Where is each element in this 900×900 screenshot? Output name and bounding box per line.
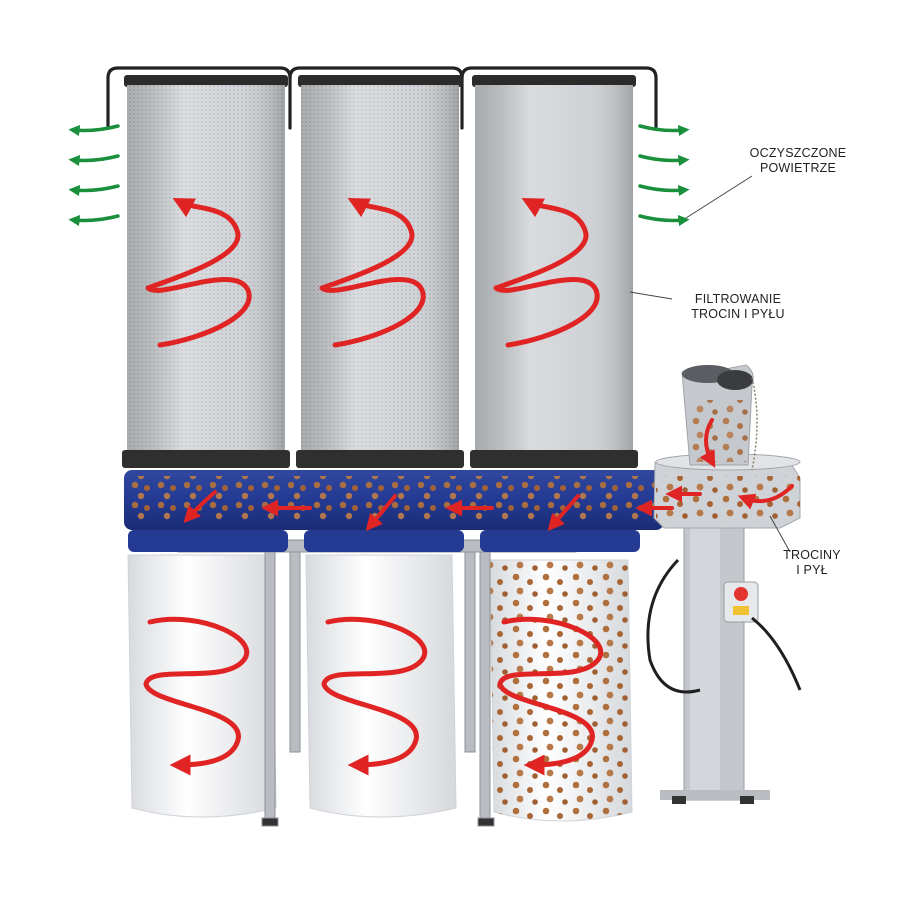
label-filtering: FILTROWANIE TROCIN I PYŁU bbox=[663, 292, 813, 322]
label-filtering-line-1: FILTROWANIE bbox=[694, 292, 782, 306]
bag-spiral-arrow-1 bbox=[143, 616, 250, 776]
filter-cartridge-3 bbox=[470, 75, 638, 468]
clean-air-arrow-right-3 bbox=[638, 184, 690, 197]
collection-bag-1 bbox=[127, 554, 277, 818]
filter-cartridge-1 bbox=[122, 75, 290, 468]
dust-flow-arrows bbox=[143, 198, 794, 776]
clean-air-arrow-left-2 bbox=[68, 154, 120, 167]
leader-filtering bbox=[629, 291, 673, 300]
label-dust-line-1: TROCINY bbox=[783, 548, 841, 562]
clean-air-arrow-left-4 bbox=[68, 214, 120, 227]
filter-cartridges bbox=[122, 75, 638, 468]
label-clean-air: OCZYSZCZONE POWIETRZE bbox=[728, 146, 868, 176]
manifold-arrow-3 bbox=[365, 494, 397, 532]
leader-clean-air bbox=[685, 175, 753, 219]
blue-manifold bbox=[124, 470, 664, 552]
fan-swirl-arrow bbox=[737, 484, 794, 510]
collection-bag-3-full bbox=[489, 559, 633, 822]
label-dust: TROCINY I PYŁ bbox=[772, 548, 852, 578]
inlet-arrow bbox=[699, 418, 716, 468]
clean-air-arrow-left-3 bbox=[68, 184, 120, 197]
filter-spiral-arrow-1 bbox=[145, 198, 252, 348]
bag-spiral-arrow-3 bbox=[497, 616, 604, 776]
clean-air-arrow-left-1 bbox=[68, 124, 120, 137]
filter-cartridge-2 bbox=[296, 75, 464, 468]
clean-air-arrows bbox=[68, 124, 690, 227]
label-clean-air-line-1: OCZYSZCZONE bbox=[749, 146, 847, 160]
filter-spiral-arrow-2 bbox=[319, 198, 426, 348]
clean-air-arrow-right-1 bbox=[638, 124, 690, 137]
clean-air-arrow-right-4 bbox=[638, 214, 690, 227]
label-filtering-line-2: TROCIN I PYŁU bbox=[691, 307, 785, 321]
leader-dust bbox=[769, 515, 791, 553]
bag-spiral-arrow-2 bbox=[321, 616, 428, 776]
manifold-arrow-5 bbox=[547, 494, 580, 532]
fan-motor-unit bbox=[646, 364, 802, 804]
collection-bag-2 bbox=[305, 554, 457, 818]
callout-leaders bbox=[629, 175, 791, 553]
collection-bags bbox=[127, 554, 633, 822]
label-dust-line-2: I PYŁ bbox=[796, 563, 828, 577]
top-pipes bbox=[106, 66, 658, 130]
label-clean-air-line-2: POWIETRZE bbox=[759, 161, 837, 175]
filter-spiral-arrow-3 bbox=[493, 198, 600, 348]
clean-air-arrow-right-2 bbox=[638, 154, 690, 167]
manifold-arrow-1 bbox=[183, 490, 217, 523]
